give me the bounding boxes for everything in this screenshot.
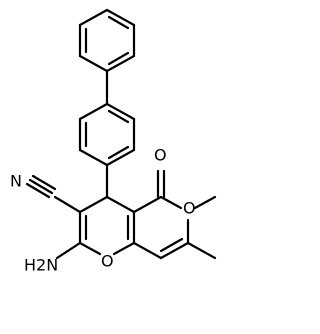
- bond: [159, 195, 183, 210]
- bond: [78, 54, 109, 73]
- double-bond-inner: [107, 109, 130, 124]
- middle-phenylene-ring: [78, 102, 136, 167]
- nitrile-n-label: N: [10, 172, 22, 191]
- ring-o-bottom-label: O: [101, 252, 114, 271]
- top-phenyl-ring: [78, 8, 136, 73]
- bond: [105, 195, 136, 214]
- bond: [78, 148, 109, 167]
- bond: [78, 241, 102, 256]
- bond: [53, 195, 82, 214]
- bond: [78, 195, 109, 214]
- bond: [105, 102, 136, 121]
- bond: [78, 102, 109, 121]
- carbonyl-o-label: O: [154, 146, 167, 165]
- nitrile-group: [25, 174, 82, 214]
- bond: [105, 8, 136, 27]
- double-bond-inner: [107, 15, 130, 30]
- pyran-ring: [78, 195, 136, 256]
- amine-bond: [55, 241, 82, 260]
- bond: [78, 8, 109, 27]
- structure-diagram-canvas: N O O O H2N: [10, 8, 217, 275]
- double-bond-inner: [107, 145, 130, 160]
- amine-label: H2N: [24, 256, 58, 275]
- carbonyl-group: [156, 169, 166, 199]
- bond: [25, 182, 51, 199]
- bond: [28, 178, 54, 195]
- bond: [31, 174, 57, 191]
- double-bond-inner: [159, 237, 184, 253]
- bond: [159, 241, 190, 260]
- bond: [132, 195, 163, 214]
- bond: [105, 148, 136, 167]
- ring-o-right-label: O: [183, 199, 196, 218]
- bond: [105, 54, 136, 73]
- pyranone-ring: [132, 195, 217, 260]
- chemical-structure-svg: N O O O H2N: [10, 8, 217, 275]
- bond: [193, 195, 217, 210]
- bond: [112, 241, 136, 256]
- double-bond-inner: [107, 51, 130, 66]
- bond: [132, 241, 163, 260]
- methyl-bond: [186, 241, 217, 260]
